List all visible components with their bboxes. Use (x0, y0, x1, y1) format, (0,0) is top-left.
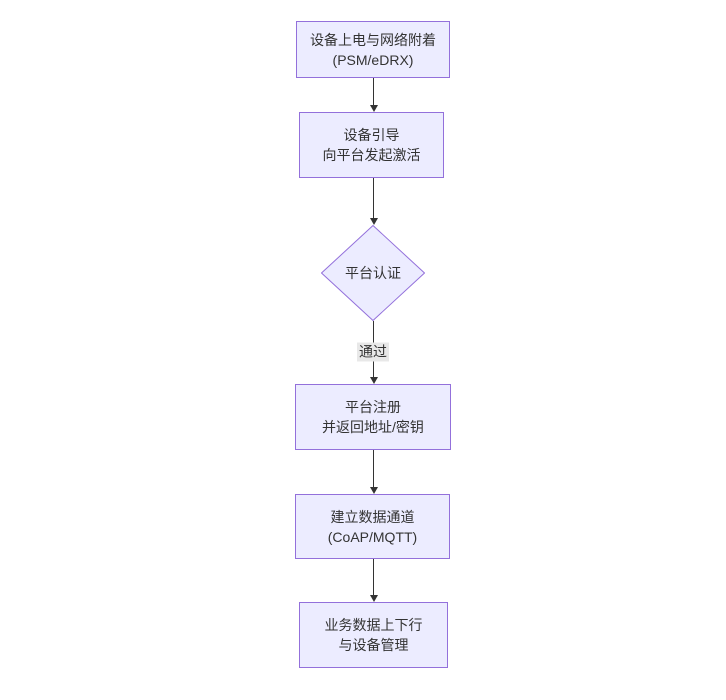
arrowhead-icon (369, 595, 378, 602)
edge-line (373, 559, 374, 597)
edge-bootstrap-to-auth (369, 178, 378, 225)
node-text-line: 向平台发起激活 (322, 147, 421, 163)
arrowhead-icon (369, 487, 378, 494)
edge-line (373, 78, 374, 107)
node-text-line: 平台认证 (345, 265, 401, 281)
edge-power-to-bootstrap (369, 78, 378, 112)
node-text-line: 建立数据通道 (330, 508, 415, 525)
node-text-line: (PSM/eDRX) (332, 51, 414, 68)
edge-label-pass: 通过 (357, 342, 389, 362)
node-text-line: 与设备管理 (338, 637, 409, 653)
arrowhead-icon (369, 218, 378, 225)
node-text-line: 并返回地址/密钥 (322, 419, 424, 435)
node-text-line: 业务数据上下行 (324, 617, 423, 633)
arrowhead-icon (369, 105, 378, 112)
diamond-shape (321, 225, 425, 321)
flowchart-node-data-channel: 建立数据通道 (CoAP/MQTT) (295, 494, 450, 559)
flowchart-node-platform-register: 平台注册 并返回地址/密钥 (295, 384, 451, 450)
flowchart-node-business-data: 业务数据上下行 与设备管理 (299, 602, 448, 668)
edge-channel-to-business (369, 559, 378, 602)
flowchart-node-bootstrap: 设备引导 向平台发起激活 (299, 112, 444, 178)
edge-line (373, 450, 374, 489)
node-text-line: 设备引导 (343, 127, 400, 143)
flowchart-node-power-attach: 设备上电与网络附着 (PSM/eDRX) (296, 21, 450, 78)
node-text-line: (CoAP/MQTT) (327, 528, 418, 545)
edge-line (373, 178, 374, 220)
node-text-line: 平台注册 (345, 399, 401, 415)
edge-register-to-channel (369, 450, 378, 494)
node-text-line: 设备上电与网络附着 (310, 31, 436, 48)
flowchart-node-platform-auth: 平台认证 (321, 225, 425, 321)
arrowhead-icon (369, 377, 378, 384)
